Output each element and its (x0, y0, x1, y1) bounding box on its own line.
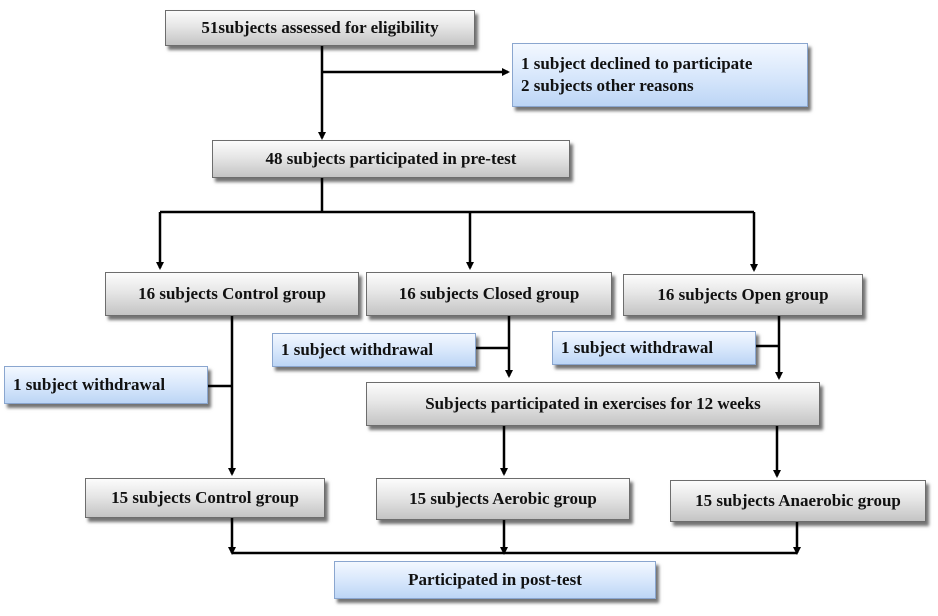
anaerobic-group-label: 15 subjects Anaerobic group (695, 491, 901, 510)
aerobic-group-box: 15 subjects Aerobic group (376, 478, 630, 520)
open-group-box: 16 subjects Open group (623, 274, 863, 316)
assessed-label: 51subjects assessed for eligibility (201, 18, 439, 37)
aerobic-group-label: 15 subjects Aerobic group (409, 489, 597, 508)
posttest-label: Participated in post-test (408, 570, 582, 589)
posttest-box: Participated in post-test (334, 561, 656, 599)
excluded-line-2: 2 subjects other reasons (521, 76, 694, 95)
final-control-box: 15 subjects Control group (85, 478, 325, 518)
pretest-box: 48 subjects participated in pre-test (212, 140, 570, 178)
closed-withdrawal-label: 1 subject withdrawal (281, 340, 434, 359)
anaerobic-group-box: 15 subjects Anaerobic group (670, 480, 926, 522)
closed-group-box: 16 subjects Closed group (366, 272, 612, 316)
open-group-label: 16 subjects Open group (657, 285, 829, 304)
control-withdrawal-box: 1 subject withdrawal (4, 366, 208, 404)
assessed-box: 51subjects assessed for eligibility (165, 10, 475, 46)
control-group-box: 16 subjects Control group (105, 272, 359, 316)
exercise-label: Subjects participated in exercises for 1… (425, 394, 761, 413)
open-withdrawal-box: 1 subject withdrawal (552, 331, 756, 365)
final-control-label: 15 subjects Control group (111, 488, 299, 507)
pretest-label: 48 subjects participated in pre-test (265, 149, 517, 168)
closed-group-label: 16 subjects Closed group (398, 284, 580, 303)
excluded-box: 1 subject declined to participate 2 subj… (512, 43, 808, 107)
control-withdrawal-label: 1 subject withdrawal (13, 375, 166, 394)
control-group-label: 16 subjects Control group (138, 284, 326, 303)
closed-withdrawal-box: 1 subject withdrawal (272, 333, 476, 367)
excluded-line-1: 1 subject declined to participate (521, 54, 753, 73)
open-withdrawal-label: 1 subject withdrawal (561, 338, 714, 357)
exercise-box: Subjects participated in exercises for 1… (366, 382, 820, 426)
